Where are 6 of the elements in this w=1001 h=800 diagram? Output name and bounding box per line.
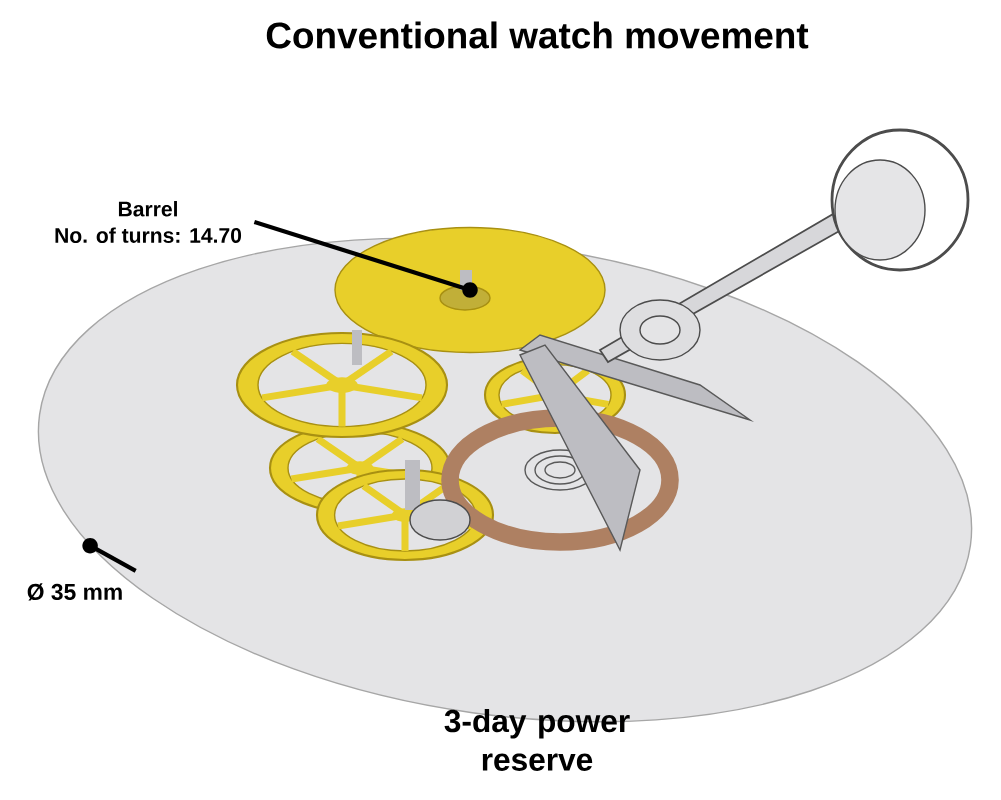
leader-line [82,537,137,573]
leader-line [253,219,478,298]
title: Conventional watch movement [266,21,809,49]
callout-label: Ø 35 mm [27,583,122,601]
callout-label: Barrel No. of turns: 14.70 [55,201,242,243]
caption-text: 3-day power reserve [444,709,630,771]
